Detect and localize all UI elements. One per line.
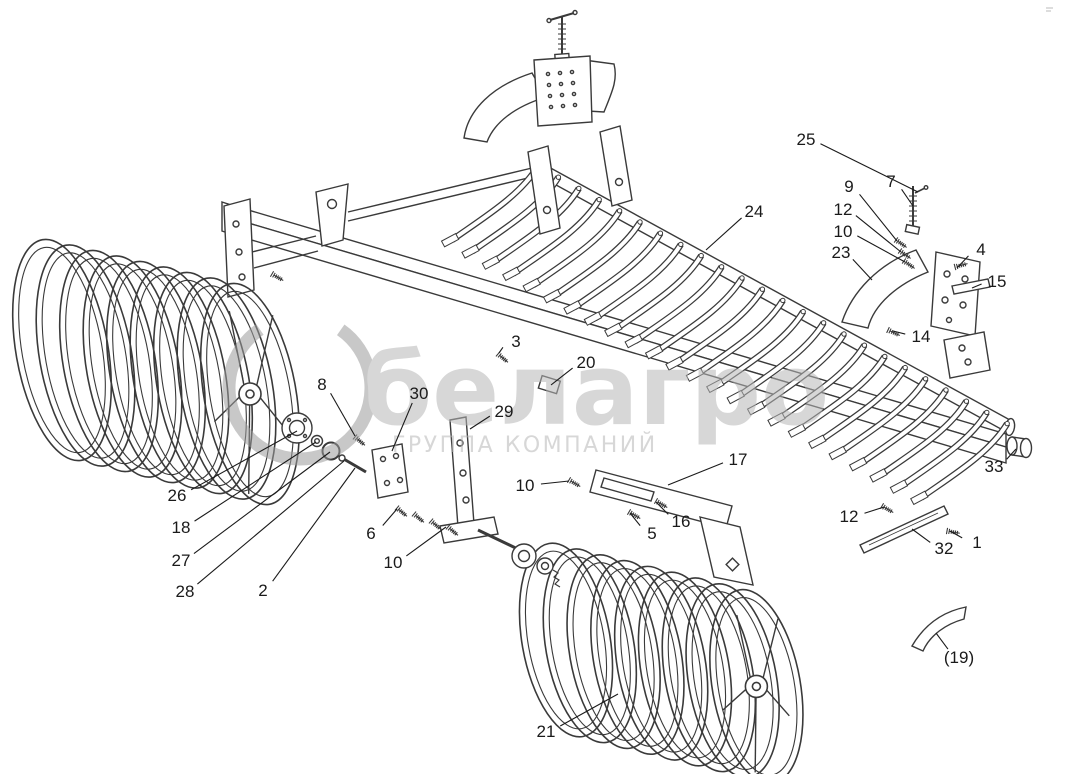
part-label-5: 5: [647, 524, 656, 543]
leader-line-32: [911, 528, 931, 543]
leader-line-18: [194, 441, 317, 522]
part-label-27: 27: [172, 551, 191, 570]
part-label-25: 25: [797, 130, 816, 149]
bolt-icon: [394, 504, 410, 520]
part-label-16: 16: [672, 512, 691, 531]
part-label-12b: 12: [840, 507, 859, 526]
leader-line-15: [971, 283, 982, 289]
leader-line-14: [892, 330, 906, 335]
part-label-18: 18: [172, 518, 191, 537]
part-label-7: 7: [886, 172, 895, 191]
part-label-6: 6: [366, 524, 375, 543]
bearing-flange: [281, 412, 313, 444]
watermark-sub-text: ГРУППА КОМПАНИЙ: [392, 432, 658, 458]
bolt-icon: [411, 510, 427, 526]
leader-line-4: [956, 255, 969, 269]
leader-line-7: [901, 188, 914, 207]
leader-line-17: [667, 462, 724, 486]
leader-line-6: [382, 508, 398, 526]
leader-line-12b: [864, 506, 885, 514]
watermark-main-text: белагро: [363, 333, 829, 448]
leader-line-30: [391, 402, 413, 452]
leader-line-19: [935, 632, 949, 650]
bolt-icon: [879, 502, 896, 516]
part-label-10b: 10: [516, 476, 535, 495]
part-label-10c: 10: [384, 553, 403, 572]
scraper-blade: [859, 502, 962, 554]
leader-line-1: [949, 530, 963, 539]
leader-line-26: [190, 430, 298, 491]
spring-pin-icon: [923, 184, 929, 190]
tube-end-cap: [1006, 436, 1033, 459]
headstock-assembly: [463, 9, 633, 235]
watermark-logo-icon: [222, 310, 378, 466]
leader-line-24: [705, 217, 742, 251]
part-label-15: 15: [988, 272, 1007, 291]
part-label-4: 4: [976, 240, 985, 259]
clamp-plate: [537, 374, 562, 395]
leader-line-9: [859, 193, 898, 242]
part-label-19: (19): [944, 648, 974, 667]
leader-line-10b: [540, 480, 570, 485]
corner-artifact: [1046, 7, 1053, 12]
leader-line-10c: [406, 526, 447, 557]
part-label-30: 30: [410, 384, 429, 403]
leader-line-25: [820, 143, 919, 193]
leader-line-8: [330, 393, 356, 437]
part-label-32: 32: [935, 539, 954, 558]
part-label-9: 9: [844, 177, 853, 196]
leader-line-21: [559, 693, 619, 727]
leader-line-2: [272, 467, 356, 582]
leader-line-20: [550, 367, 573, 386]
part-label-24: 24: [745, 202, 764, 221]
leader-line-27: [193, 451, 331, 554]
leader-line-29: [469, 415, 491, 430]
part-label-2: 2: [258, 581, 267, 600]
right-bracket-assembly: [841, 184, 991, 379]
left-end-bracket: [223, 167, 533, 298]
share-blade: [911, 606, 967, 652]
leader-line-33: [1006, 448, 1017, 460]
part-label-12: 12: [834, 200, 853, 219]
leader-line-10: [857, 235, 906, 263]
part-label-23: 23: [832, 243, 851, 262]
part-label-3: 3: [511, 332, 520, 351]
leader-line-12: [855, 215, 902, 253]
watermark: белагро ГРУППА КОМПАНИЙ: [222, 310, 829, 466]
leader-line-5: [629, 512, 641, 526]
center-support-assembly: [352, 350, 754, 588]
ring-rollers: [11, 238, 804, 774]
leader-line-3: [498, 347, 504, 354]
part-label-29: 29: [495, 402, 514, 421]
leader-line-28: [197, 460, 345, 585]
leader-line-23: [852, 258, 873, 281]
harrow-tines: [440, 163, 1010, 506]
part-label-14: 14: [912, 327, 931, 346]
part-label-33: 33: [985, 457, 1004, 476]
bolt-icon: [269, 270, 286, 284]
part-label-8: 8: [317, 375, 326, 394]
bolt-icon: [566, 476, 583, 490]
part-label-1: 1: [972, 533, 981, 552]
part-label-28: 28: [176, 582, 195, 601]
part-label-10: 10: [834, 222, 853, 241]
part-label-20: 20: [577, 353, 596, 372]
part-label-26: 26: [168, 486, 187, 505]
part-label-17: 17: [729, 450, 748, 469]
leader-line-16: [655, 501, 669, 515]
bearing-icon: [511, 543, 537, 569]
part-label-21: 21: [537, 722, 556, 741]
